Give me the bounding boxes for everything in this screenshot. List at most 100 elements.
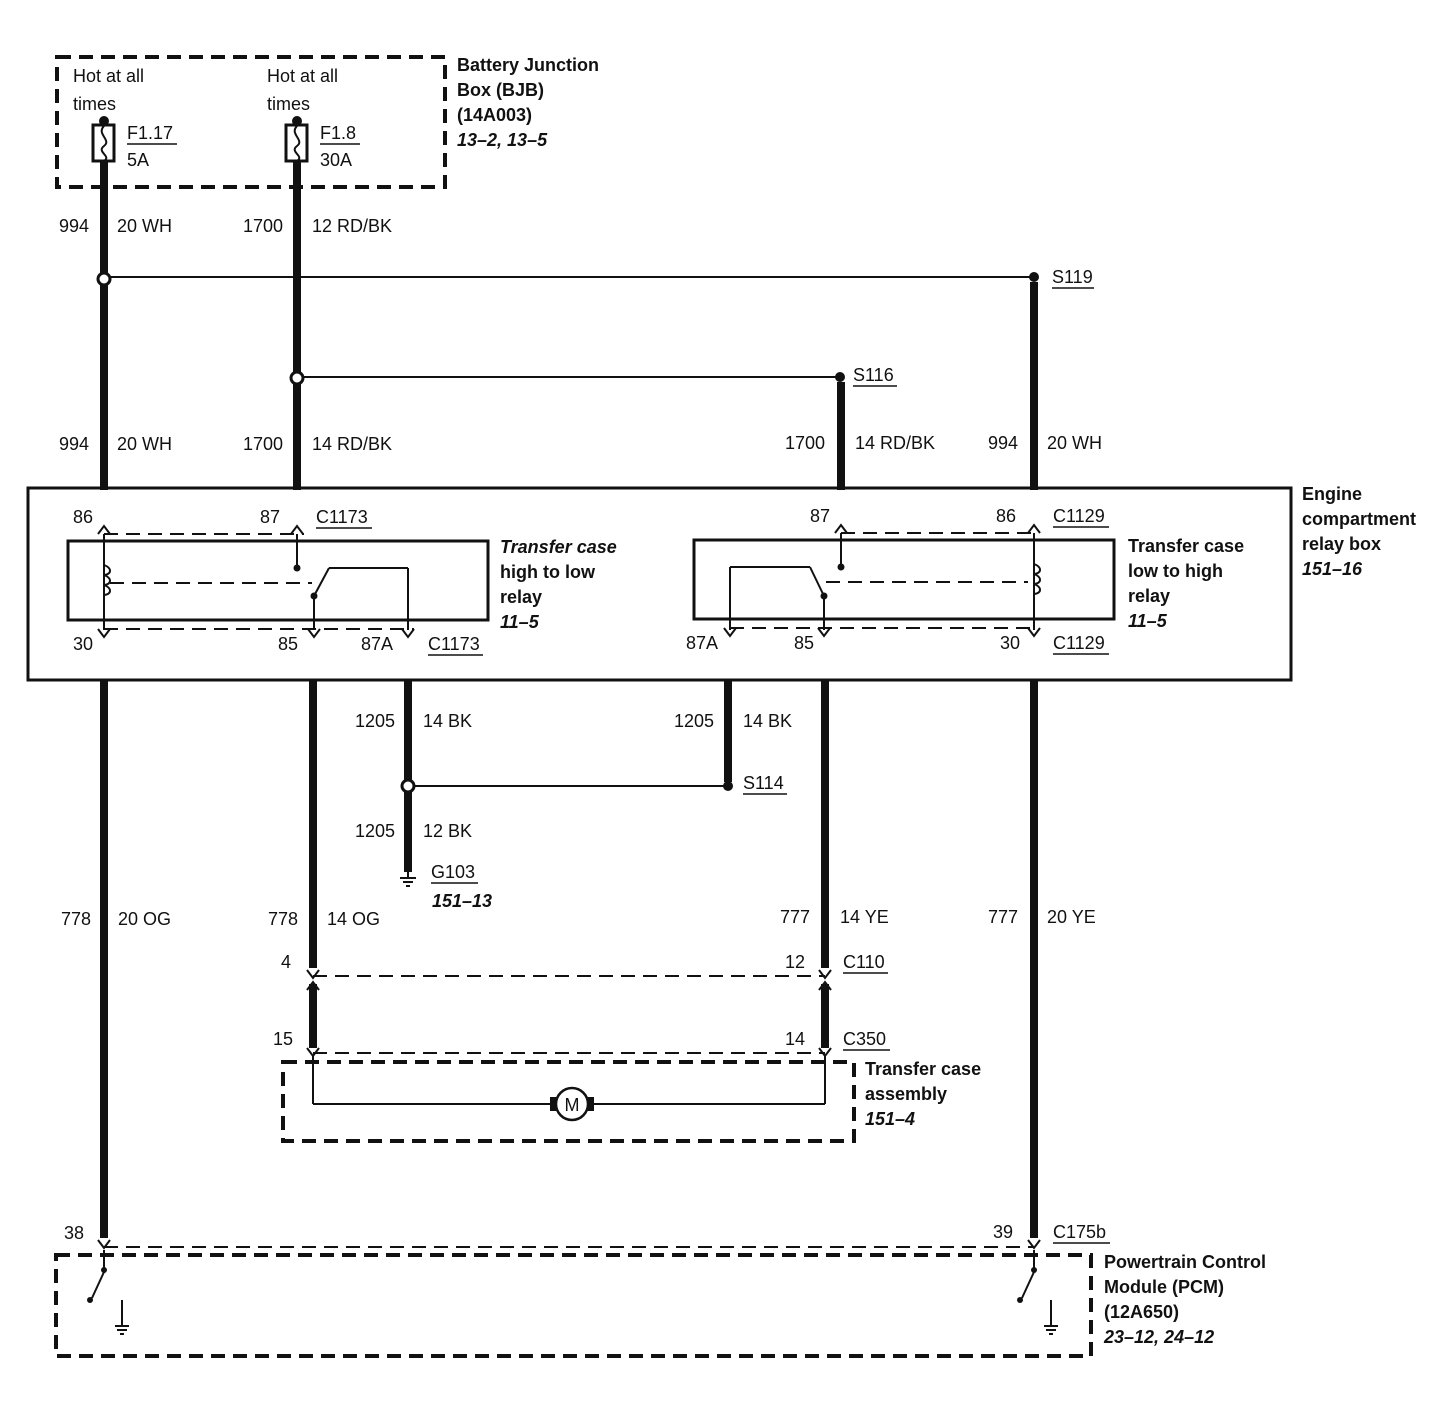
battery-junction-box: Hot at all times Hot at all times F1.17 … (55, 55, 599, 189)
pcm-part-number: (12A650) (1104, 1302, 1179, 1322)
transfer-case-title-line1: Transfer case (865, 1059, 981, 1079)
c350-label: C350 (843, 1029, 886, 1049)
pcm-pin-right: 39 (993, 1222, 1013, 1242)
c350-pin-left: 15 (273, 1029, 293, 1049)
splice-s116-label: S116 (853, 365, 894, 385)
pcm-pin-left: 38 (64, 1223, 84, 1243)
c350-pin-right: 14 (785, 1029, 805, 1049)
connector-c110: 4 12 C110 (281, 952, 888, 991)
wire-1205-gnd-circuit: 1205 (355, 821, 395, 841)
motor-icon: M (550, 1086, 594, 1122)
relay-box-outline (26, 486, 1293, 682)
relay-right-title-line3: relay (1128, 586, 1170, 606)
wire-778-mid-circuit: 778 (268, 909, 298, 929)
bjb-hot2-line2: times (267, 94, 310, 114)
splice-s114-label: S114 (743, 773, 784, 793)
pcm-reference: 23–12, 24–12 (1103, 1327, 1214, 1347)
splice-s116-dot (835, 372, 845, 382)
bjb-hot1-line1: Hot at all (73, 66, 144, 86)
relay-right-title-line2: low to high (1128, 561, 1223, 581)
wire-1700-mid-circuit: 1700 (243, 434, 283, 454)
relay-low-to-high: 87 86 C1129 87A 85 30 C1129 Transfer cas… (686, 506, 1244, 655)
relay-right-pin30: 30 (1000, 633, 1020, 653)
wire-994-mid-spec: 20 WH (117, 434, 172, 454)
wire-1700-right-circuit: 1700 (785, 433, 825, 453)
splice-s119-label: S119 (1052, 267, 1093, 287)
relay-right-pin87a: 87A (686, 633, 718, 653)
relay-left-pin30: 30 (73, 634, 93, 654)
transfer-case-reference: 151–4 (865, 1109, 915, 1129)
relay-left-conn-bottom: C1173 (428, 634, 480, 654)
wire-1700-top-circuit: 1700 (243, 216, 283, 236)
c110-pin-left: 4 (281, 952, 291, 972)
ground-g103-label: G103 (431, 862, 475, 882)
wire-1700-mid-spec: 14 RD/BK (312, 434, 392, 454)
bjb-part-number: (14A003) (457, 105, 532, 125)
splice-s114-left (400, 778, 416, 794)
wire-1700-top-spec: 12 RD/BK (312, 216, 392, 236)
bjb-title-line1: Battery Junction (457, 55, 599, 75)
relay-right-pin87: 87 (810, 506, 830, 526)
transfer-case-outline (281, 1060, 856, 1143)
wire-1205-right-circuit: 1205 (674, 711, 714, 731)
pcm-connector-label: C175b (1053, 1222, 1106, 1242)
c110-label: C110 (843, 952, 885, 972)
bjb-hot1-line2: times (73, 94, 116, 114)
fuse-f1-8-name: F1.8 (320, 123, 356, 143)
wire-777-mid-circuit: 777 (780, 907, 810, 927)
bjb-title-line2: Box (BJB) (457, 80, 544, 100)
wire-994-right-circuit: 994 (988, 433, 1018, 453)
relay-right-pin86: 86 (996, 506, 1016, 526)
relay-high-to-low-outline (66, 539, 490, 622)
pcm-title-line2: Module (PCM) (1104, 1277, 1224, 1297)
relay-box-title-line1: Engine (1302, 484, 1362, 504)
fuse-f1-17-name: F1.17 (127, 123, 173, 143)
relay-box-title-line3: relay box (1302, 534, 1381, 554)
wire-1205-right-spec: 14 BK (743, 711, 792, 731)
fuse-f1-8: F1.8 30A (284, 116, 360, 170)
relay-low-to-high-outline (692, 538, 1116, 621)
splice-s116-left (289, 370, 305, 386)
relay-right-conn-top: C1129 (1053, 506, 1105, 526)
fuse-f1-17-rating: 5A (127, 150, 149, 170)
wire-778-left-spec: 20 OG (118, 909, 171, 929)
fuse-f1-17: F1.17 5A (91, 116, 177, 170)
pcm-switch-left-icon (87, 1250, 129, 1335)
engine-compartment-relay-box: Engine compartment relay box 151–16 (26, 484, 1416, 682)
relay-left-title-line1: Transfer case (500, 537, 617, 557)
wire-777-mid-spec: 14 YE (840, 907, 889, 927)
transfer-case-title-line2: assembly (865, 1084, 947, 1104)
relay-left-title-line3: relay (500, 587, 542, 607)
splice-s119-dot (1029, 272, 1039, 282)
bjb-hot2-line1: Hot at all (267, 66, 338, 86)
wire-777-right-circuit: 777 (988, 907, 1018, 927)
splice-s119-left (96, 271, 112, 287)
splice-s114-dot (723, 781, 733, 791)
relay-left-pin85: 85 (278, 634, 298, 654)
relay-left-title-line2: high to low (500, 562, 596, 582)
ground-g103-reference: 151–13 (432, 891, 492, 911)
fuse-f1-8-rating: 30A (320, 150, 352, 170)
ground-icon (400, 872, 416, 887)
relay-right-conn-bottom: C1129 (1053, 633, 1105, 653)
wire-994-right-spec: 20 WH (1047, 433, 1102, 453)
wire-1205-left-spec: 14 BK (423, 711, 472, 731)
relay-box-title-line2: compartment (1302, 509, 1416, 529)
wire-778-mid-spec: 14 OG (327, 909, 380, 929)
wire-994-top-spec: 20 WH (117, 216, 172, 236)
upper-wiring: S119 S116 994 20 WH 1700 12 RD/BK 994 20… (59, 161, 1102, 490)
relay-left-pin86: 86 (73, 507, 93, 527)
pcm-outline (54, 1253, 1093, 1358)
wire-777-right-spec: 20 YE (1047, 907, 1096, 927)
connector-c350: 15 14 C350 (273, 1029, 890, 1058)
wire-1205-gnd-spec: 12 BK (423, 821, 472, 841)
relay-box-reference: 151–16 (1302, 559, 1363, 579)
transfer-case-assembly: M Transfer case assembly 151–4 (281, 1056, 981, 1143)
wire-1700-right-spec: 14 RD/BK (855, 433, 935, 453)
c110-pin-right: 12 (785, 952, 805, 972)
pcm-switch-right-icon (1017, 1250, 1058, 1335)
relay-left-reference: 11–5 (500, 612, 540, 632)
bjb-outline (55, 55, 447, 189)
bjb-reference: 13–2, 13–5 (457, 130, 548, 150)
